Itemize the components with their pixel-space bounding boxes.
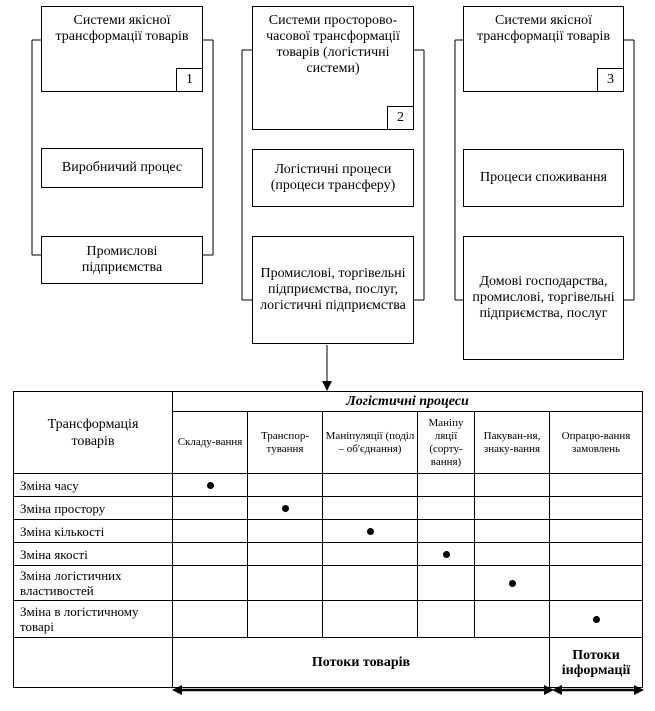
matrix-cell <box>247 496 323 520</box>
system-2-process: Логістичні процеси (процеси трансферу) <box>252 149 414 207</box>
mark-dot <box>508 580 516 587</box>
matrix-cell <box>474 473 550 497</box>
table-row: Зміна простору <box>13 496 644 520</box>
matrix-cell <box>548 565 644 601</box>
group-header: Логістичні процеси <box>171 391 644 412</box>
table-row: Зміна часу <box>13 473 644 497</box>
column-header-2: Транспор-тування <box>247 411 323 474</box>
system-1-process: Виробничий процес <box>41 148 203 188</box>
matrix-cell <box>417 542 475 566</box>
row-label: Зміна простору <box>13 496 173 520</box>
mark-dot <box>206 482 214 489</box>
system-2-title: Системи просторово-часової трансформації… <box>266 13 400 76</box>
system-3-number: 3 <box>597 68 624 92</box>
matrix-cell <box>417 496 475 520</box>
matrix-cell <box>322 496 418 520</box>
matrix-cell <box>172 473 248 497</box>
column-header-6: Опрацю-вання замовлень <box>548 411 644 474</box>
matrix-cell <box>548 496 644 520</box>
row-label: Зміна якості <box>13 542 173 566</box>
matrix-cell <box>417 565 475 601</box>
matrix-cell <box>322 519 418 543</box>
matrix-cell <box>474 496 550 520</box>
table-row: Зміна логістичних властивостей <box>13 565 644 601</box>
matrix-cell <box>548 542 644 566</box>
row-label: Зміна кількості <box>13 519 173 543</box>
row-label: Зміна логістичних властивостей <box>13 565 173 601</box>
matrix-cell <box>474 565 550 601</box>
matrix-cell <box>172 542 248 566</box>
matrix-cell <box>474 600 550 638</box>
table-row: Зміна кількості <box>13 519 644 543</box>
matrix-cell <box>417 473 475 497</box>
mark-dot <box>442 551 450 558</box>
matrix-cell <box>172 565 248 601</box>
mark-dot <box>366 528 374 535</box>
matrix-cell <box>474 519 550 543</box>
system-1-title: Системи якісної трансформації товарів <box>55 13 189 44</box>
column-header-5: Пакуван-ня, знаку-вання <box>474 411 550 474</box>
system-1-enterprises: Промислові підприємства <box>41 236 203 284</box>
matrix-cell <box>172 600 248 638</box>
matrix-cell <box>474 542 550 566</box>
matrix-cell <box>417 600 475 638</box>
corner-label: Трансформація товарів <box>13 391 173 474</box>
matrix-cell <box>247 473 323 497</box>
mark-dot <box>281 505 289 512</box>
flow-goods-label: Потоки товарів <box>172 637 550 688</box>
table-row: Зміна якості <box>13 542 644 566</box>
flow-blank-cell <box>13 637 173 688</box>
matrix-cell <box>548 600 644 638</box>
matrix-cell <box>548 473 644 497</box>
table-row: Зміна в логістичному товарі <box>13 600 644 638</box>
matrix-cell <box>247 542 323 566</box>
matrix-cell <box>322 473 418 497</box>
matrix-cell <box>548 519 644 543</box>
row-label: Зміна часу <box>13 473 173 497</box>
row-label: Зміна в логістичному товарі <box>13 600 173 638</box>
column-header-4: Маніпу ляції (сорту-вання) <box>417 411 475 474</box>
system-2-enterprises: Промислові, торгівельні підприємства, по… <box>252 236 414 344</box>
matrix-cell <box>247 600 323 638</box>
matrix-cell <box>417 519 475 543</box>
system-2-number: 2 <box>387 106 414 130</box>
transformation-matrix: Трансформація товарів Логістичні процеси… <box>13 391 644 688</box>
column-header-1: Складу-вання <box>172 411 248 474</box>
matrix-cell <box>322 542 418 566</box>
system-3-title: Системи якісної трансформації товарів <box>476 13 611 44</box>
flow-info-label: Потоки інформації <box>548 637 644 688</box>
column-header-3: Маніпуляції (поділ – об'єднання) <box>322 411 418 474</box>
matrix-cell <box>172 496 248 520</box>
matrix-cell <box>322 565 418 601</box>
matrix-cell <box>247 565 323 601</box>
mark-dot <box>592 616 600 623</box>
matrix-cell <box>247 519 323 543</box>
system-1-number: 1 <box>176 68 203 92</box>
system-3-enterprises: Домові господарства, промислові, торгіве… <box>463 236 624 360</box>
system-3-process: Процеси споживання <box>463 149 624 207</box>
matrix-cell <box>322 600 418 638</box>
matrix-cell <box>172 519 248 543</box>
